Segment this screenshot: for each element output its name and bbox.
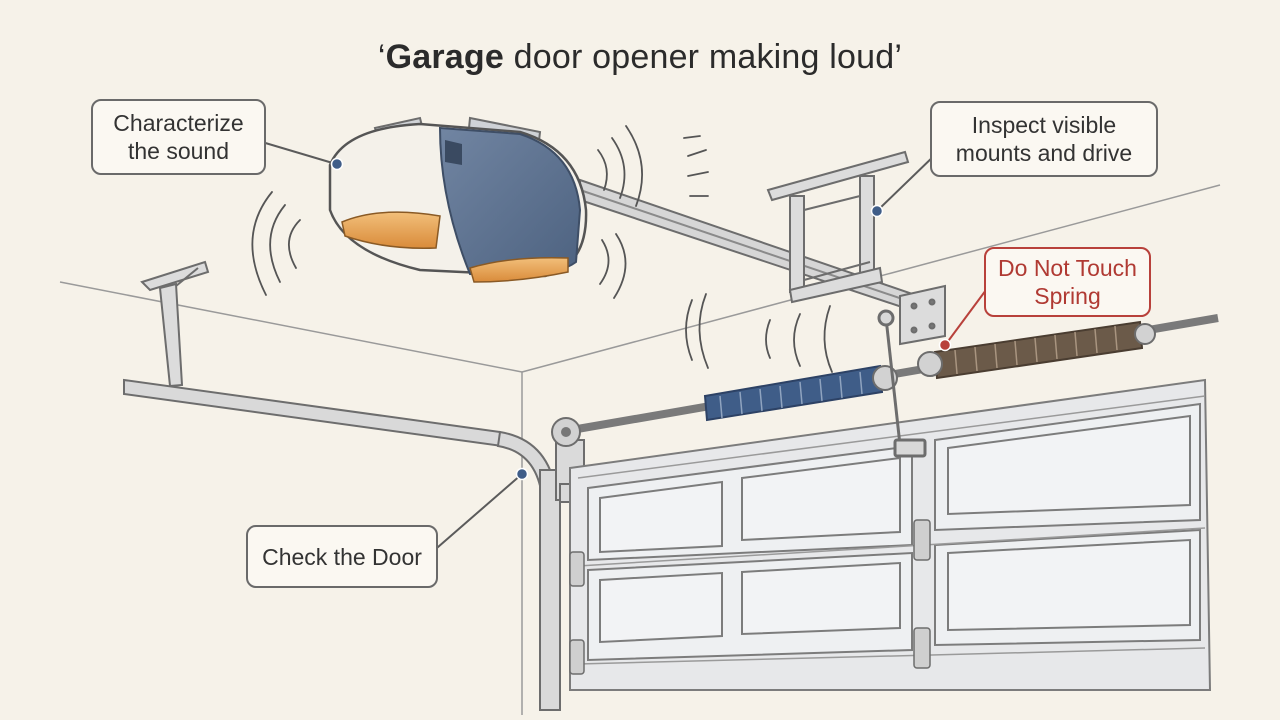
left-ceiling-bracket — [140, 260, 210, 388]
ceiling-hanger-bracket — [766, 150, 910, 304]
title-close-quote: ’ — [894, 38, 903, 76]
callout-characterize-sound: Characterize the sound — [91, 99, 266, 175]
page-title: ‘Garage door opener making loud’ — [0, 38, 1280, 77]
callout-mounts-line1: Inspect visible — [971, 112, 1117, 138]
horizontal-door-track — [123, 378, 558, 498]
opener-motor-unit — [328, 116, 588, 283]
callout-spring-line2: Spring — [1034, 283, 1101, 309]
torsion-spring-right — [917, 320, 1156, 380]
door-arm — [877, 309, 927, 458]
callout-mounts-line2: mounts and drive — [955, 140, 1133, 166]
callout-check-door: Check the Door — [246, 525, 438, 588]
leader-lines — [261, 141, 987, 555]
opener-rail — [579, 178, 937, 320]
title-open-quote: ‘ — [377, 38, 386, 76]
garage-door — [569, 378, 1212, 691]
title-rest: door opener making loud — [503, 38, 895, 76]
door-hinges — [569, 519, 931, 675]
callout-inspect-mounts: Inspect visible mounts and drive — [930, 101, 1158, 177]
torsion-spring-left — [703, 364, 898, 422]
leader-dots — [330, 157, 952, 481]
title-bold-word: Garage — [385, 38, 504, 76]
sound-waves — [251, 125, 833, 373]
callout-door-line1: Check the Door — [262, 543, 422, 570]
callout-sound-line2: the sound — [127, 138, 229, 164]
callout-sound-line1: Characterize — [113, 110, 244, 136]
header-bracket — [899, 284, 946, 346]
callout-do-not-touch-spring: Do Not Touch Spring — [984, 247, 1151, 317]
callout-spring-line1: Do Not Touch — [998, 255, 1137, 281]
